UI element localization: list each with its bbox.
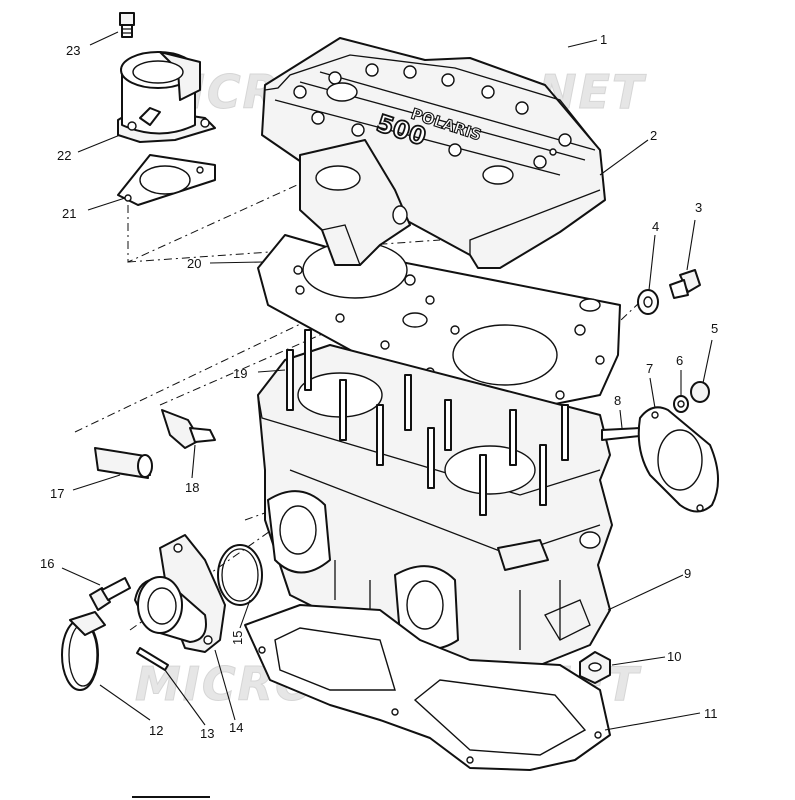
plug-bolt — [669, 269, 701, 299]
thermostat-housing — [117, 51, 216, 143]
sealing-washer — [637, 289, 659, 315]
thermostat-gasket — [117, 154, 216, 206]
callout-7: 7 — [646, 361, 653, 376]
callout-20: 20 — [187, 256, 201, 271]
callout-12: 12 — [149, 723, 163, 738]
thermostat-bolt — [119, 12, 135, 38]
callout-13: 13 — [200, 726, 214, 741]
cap-screw — [89, 577, 131, 611]
callout-21: 21 — [62, 206, 76, 221]
callout-6: 6 — [676, 353, 683, 368]
cover-cooling-holes — [293, 63, 572, 185]
cap-nut — [690, 381, 710, 403]
hose-clamp — [61, 611, 106, 691]
callout-9: 9 — [684, 566, 691, 581]
callout-15: 15 — [230, 631, 245, 645]
callouts: 1 2 3 4 5 6 7 8 9 10 11 12 13 14 15 16 1 — [40, 31, 718, 741]
temperature-sensor — [161, 409, 216, 449]
callout-16: 16 — [40, 556, 54, 571]
lock-washer — [673, 395, 689, 413]
callout-8: 8 — [614, 393, 621, 408]
water-outlet-elbow — [299, 139, 411, 266]
callout-1: 1 — [600, 32, 607, 47]
exhaust-gasket — [637, 406, 720, 513]
callout-19: 19 — [233, 366, 247, 381]
callout-4: 4 — [652, 219, 659, 234]
callout-5: 5 — [711, 321, 718, 336]
sensor-sleeve — [94, 447, 153, 479]
callout-10: 10 — [667, 649, 681, 664]
cylinder-studs — [286, 329, 641, 516]
callout-18: 18 — [185, 480, 199, 495]
callout-17: 17 — [50, 486, 64, 501]
callout-23: 23 — [66, 43, 80, 58]
callout-3: 3 — [695, 200, 702, 215]
callout-14: 14 — [229, 720, 243, 735]
intake-adapter — [134, 534, 226, 653]
callout-2: 2 — [650, 128, 657, 143]
o-ring — [217, 544, 263, 606]
callout-11: 11 — [704, 706, 718, 721]
flange-nut — [579, 651, 611, 684]
callout-22: 22 — [57, 148, 71, 163]
base-gasket — [244, 604, 611, 771]
